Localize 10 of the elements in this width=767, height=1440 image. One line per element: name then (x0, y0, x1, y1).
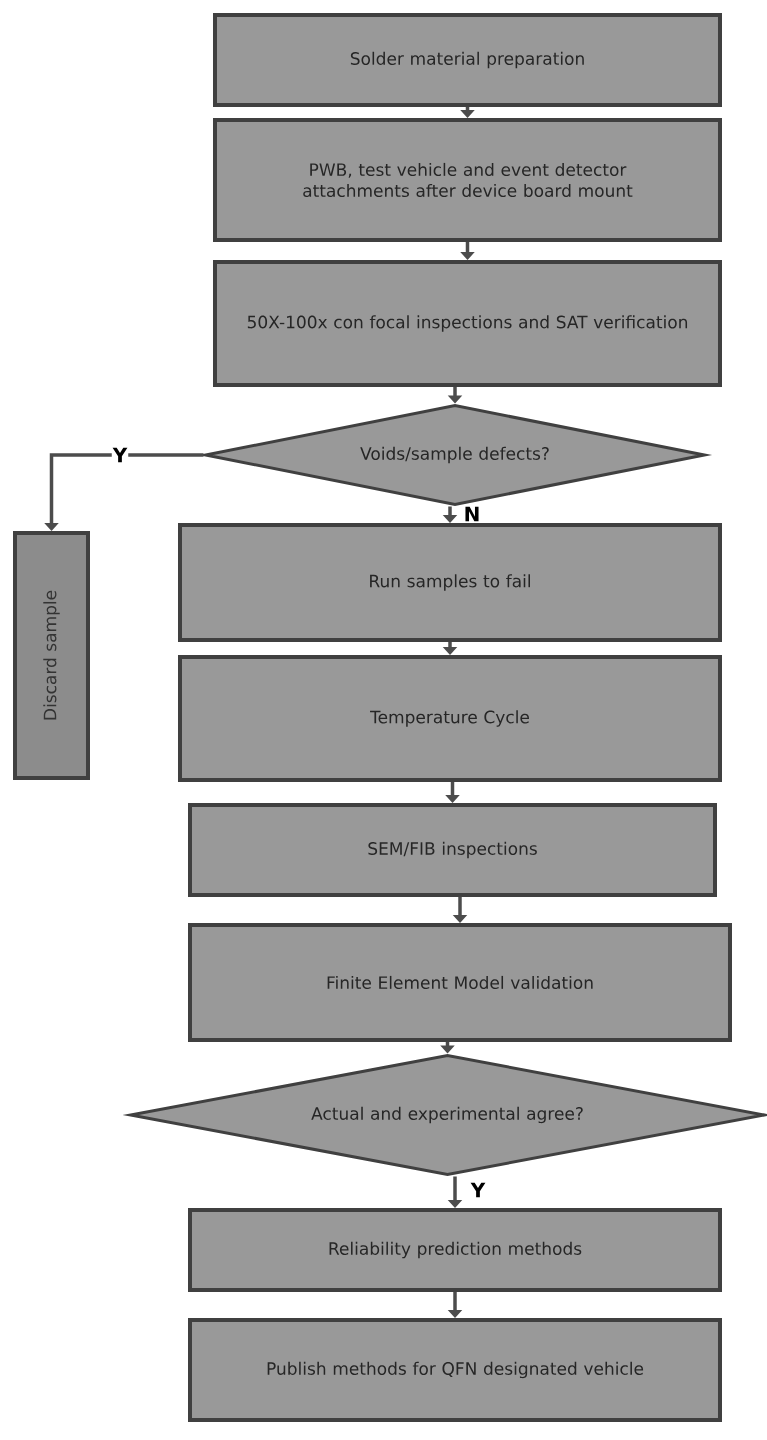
process-box: 50X-100x con focal inspections and SAT verification (213, 260, 722, 387)
process-box: Publish methods for QFN designated vehicle (188, 1318, 722, 1422)
process-box: Reliability prediction methods (188, 1208, 722, 1292)
process-box: Discard sample (13, 531, 90, 780)
process-box: Finite Element Model validation (188, 923, 732, 1042)
process-box: Run samples to fail (178, 523, 722, 642)
process-box: Temperature Cycle (178, 655, 722, 782)
process-box: Solder material preparation (213, 13, 722, 107)
process-box: PWB, test vehicle and event detector attachments after device board mount (213, 118, 722, 242)
process-box: SEM/FIB inspections (188, 803, 717, 897)
